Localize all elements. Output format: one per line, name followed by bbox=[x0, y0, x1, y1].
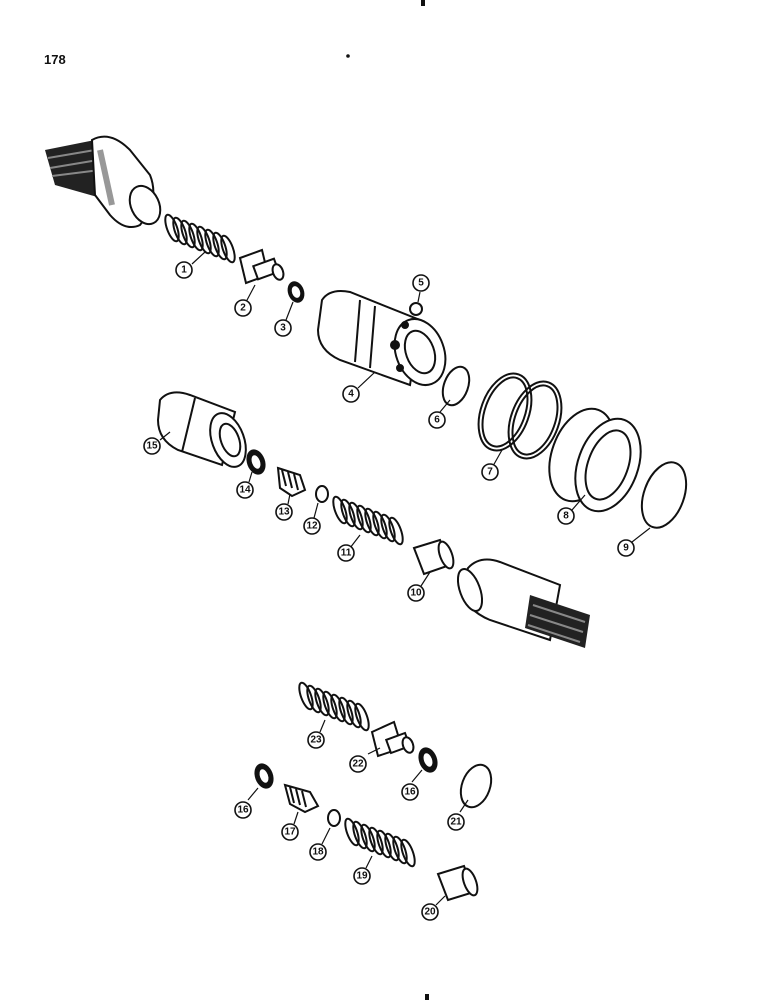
callout-16-right-label: 16 bbox=[404, 787, 416, 798]
callout-17-label: 17 bbox=[284, 827, 296, 838]
callout-6: 6 bbox=[428, 411, 446, 429]
poppet-part-13 bbox=[276, 466, 307, 498]
o-ring-part-12 bbox=[315, 485, 329, 503]
callout-12-label: 12 bbox=[306, 521, 318, 532]
callout-2-label: 2 bbox=[240, 303, 246, 314]
callout-10-label: 10 bbox=[410, 588, 422, 599]
callout-15-label: 15 bbox=[146, 441, 158, 452]
callout-13-label: 13 bbox=[278, 507, 290, 518]
callout-11: 11 bbox=[337, 544, 355, 562]
callout-1: 1 bbox=[175, 261, 193, 279]
callout-9-label: 9 bbox=[623, 543, 629, 554]
sleeve-body-part-4 bbox=[316, 290, 447, 387]
callout-4: 4 bbox=[342, 385, 360, 403]
callout-23-label: 23 bbox=[310, 735, 322, 746]
callout-17: 17 bbox=[281, 823, 299, 841]
callout-14: 14 bbox=[236, 481, 254, 499]
cup-part-20 bbox=[436, 864, 479, 902]
callout-9: 9 bbox=[617, 539, 635, 557]
callout-7: 7 bbox=[481, 463, 499, 481]
callout-4-label: 4 bbox=[348, 389, 354, 400]
hose-coupling-right bbox=[456, 558, 590, 648]
callout-19: 19 bbox=[353, 867, 371, 885]
callout-13: 13 bbox=[275, 503, 293, 521]
callout-6-label: 6 bbox=[434, 415, 440, 426]
callout-18: 18 bbox=[309, 843, 327, 861]
callout-16-right: 16 bbox=[401, 783, 419, 801]
page-mark-bottom bbox=[425, 994, 429, 1000]
callout-16-left: 16 bbox=[234, 801, 252, 819]
seal-part-14 bbox=[246, 449, 266, 475]
page-mark-top bbox=[421, 0, 425, 6]
poppet-part-17 bbox=[283, 783, 320, 814]
page-number: 178 bbox=[44, 52, 66, 67]
callout-19-label: 19 bbox=[356, 871, 368, 882]
callout-2: 2 bbox=[234, 299, 252, 317]
callout-10: 10 bbox=[407, 584, 425, 602]
coupler-body-part-15 bbox=[156, 391, 247, 468]
seal-part-16-right bbox=[418, 747, 438, 773]
seal-part-3 bbox=[287, 281, 305, 303]
callout-12: 12 bbox=[303, 517, 321, 535]
callout-8-label: 8 bbox=[563, 511, 569, 522]
o-ring-part-6 bbox=[441, 365, 471, 407]
page-dot bbox=[346, 54, 350, 58]
spring-part-23 bbox=[298, 681, 370, 732]
callout-3: 3 bbox=[274, 319, 292, 337]
callout-20: 20 bbox=[421, 903, 439, 921]
ball-part-5 bbox=[409, 302, 423, 316]
callout-21: 21 bbox=[447, 813, 465, 831]
o-ring-part-9 bbox=[640, 461, 688, 529]
callout-21-label: 21 bbox=[450, 817, 462, 828]
o-ring-part-21 bbox=[459, 763, 493, 809]
callout-23: 23 bbox=[307, 731, 325, 749]
cup-part-10 bbox=[412, 538, 455, 576]
leader-lines bbox=[159, 251, 651, 906]
callout-11-label: 11 bbox=[341, 548, 352, 559]
callout-22: 22 bbox=[349, 755, 367, 773]
collar-part-8 bbox=[548, 407, 642, 513]
callout-22-label: 22 bbox=[352, 759, 364, 770]
callout-5: 5 bbox=[412, 274, 430, 292]
callout-8: 8 bbox=[557, 507, 575, 525]
seal-part-16-left bbox=[254, 763, 274, 789]
callout-5-label: 5 bbox=[418, 278, 424, 289]
callout-15: 15 bbox=[143, 437, 161, 455]
snap-rings-part-7 bbox=[477, 372, 563, 460]
spring-part-11 bbox=[332, 495, 404, 546]
spring-part-19 bbox=[344, 817, 416, 868]
callout-3-label: 3 bbox=[280, 323, 286, 334]
callout-20-label: 20 bbox=[424, 907, 436, 918]
poppet-part-22 bbox=[370, 720, 415, 758]
poppet-part-2 bbox=[238, 248, 285, 285]
callout-1-label: 1 bbox=[181, 265, 187, 276]
callout-7-label: 7 bbox=[487, 467, 493, 478]
hose-coupling-left bbox=[45, 135, 162, 228]
spring-part-1 bbox=[164, 213, 236, 264]
callout-18-label: 18 bbox=[312, 847, 324, 858]
o-ring-part-18 bbox=[327, 809, 341, 827]
callout-14-label: 14 bbox=[239, 485, 251, 496]
callout-16-left-label: 16 bbox=[237, 805, 249, 816]
